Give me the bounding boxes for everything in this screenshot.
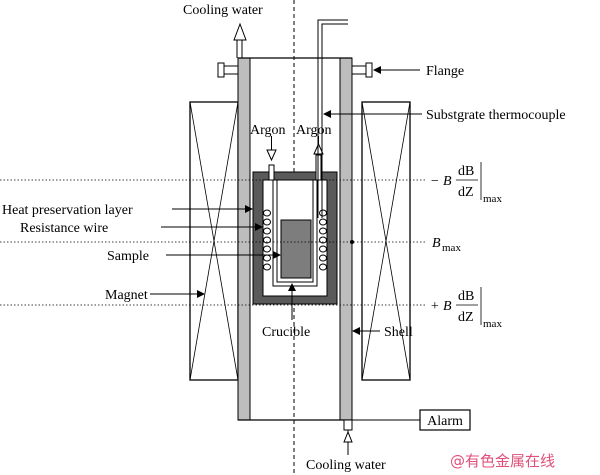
substrate-thermocouple — [317, 19, 348, 218]
resistance-wire-left — [263, 209, 271, 271]
heat-preservation-layer-label: Heat preservation layer — [2, 203, 133, 218]
cooling-water-bottom-label: Cooling water — [306, 458, 386, 473]
cooling-water-inlet-pipe — [343, 419, 353, 455]
shell — [237, 57, 353, 421]
flange-label: Flange — [426, 64, 464, 79]
svg-text:− B: − B — [430, 174, 452, 189]
svg-text:dZ: dZ — [458, 185, 474, 200]
bmax-point — [350, 240, 354, 244]
argon-right-label: Argon — [296, 123, 332, 138]
resistance-wire-label: Resistance wire — [20, 221, 108, 236]
cooling-water-top-label: Cooling water — [183, 3, 263, 18]
cooling-water-outlet-pipe — [233, 22, 247, 58]
watermark: @有色金属在线 — [450, 452, 555, 470]
svg-text:+ B: + B — [430, 299, 452, 314]
svg-text:max: max — [483, 318, 502, 330]
magnet-label: Magnet — [105, 288, 148, 303]
magnet-left — [189, 101, 239, 381]
neg-dbdz-max-expression: − B dB dZ max — [430, 162, 502, 205]
shell-label: Shell — [384, 325, 413, 340]
substrate-thermocouple-label: Substgrate thermocouple — [426, 108, 566, 123]
pos-dbdz-max-expression: + B dB dZ max — [430, 287, 502, 330]
resistance-wire-right — [319, 209, 327, 271]
sample — [280, 219, 312, 279]
alarm-label: Alarm — [427, 414, 463, 429]
svg-text:dB: dB — [458, 289, 474, 304]
svg-text:dB: dB — [458, 164, 474, 179]
svg-text:max: max — [442, 242, 461, 254]
sample-label: Sample — [107, 249, 149, 264]
magnet-right — [361, 101, 411, 381]
svg-text:dZ: dZ — [458, 310, 474, 325]
argon-inlet-tube — [266, 136, 277, 181]
argon-left-label: Argon — [250, 123, 286, 138]
svg-text:B: B — [432, 236, 441, 251]
bmax-expression: B max — [432, 236, 461, 254]
flange-right — [351, 62, 373, 78]
flange-left — [217, 62, 239, 78]
alarm-box: Alarm — [348, 409, 471, 431]
svg-text:max: max — [483, 193, 502, 205]
crucible-label: Crucible — [262, 325, 310, 340]
